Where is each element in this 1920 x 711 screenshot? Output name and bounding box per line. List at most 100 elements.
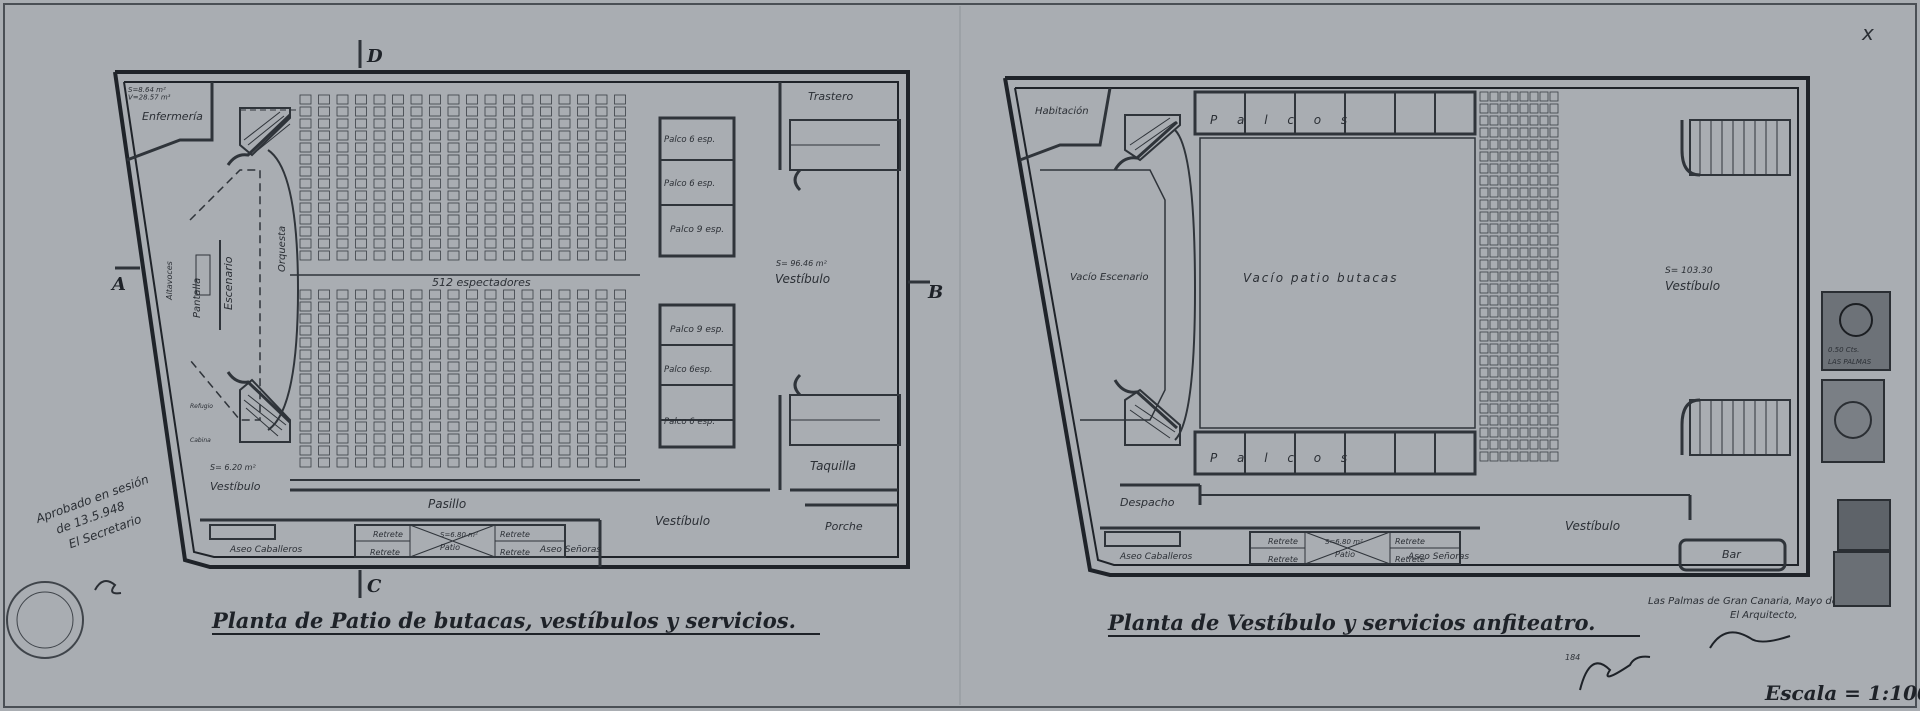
seat [595, 250, 608, 261]
seat [503, 337, 515, 348]
seat [429, 118, 441, 129]
seat [1539, 199, 1549, 210]
right-outer-wall [1003, 76, 1810, 577]
seat [503, 301, 515, 312]
seat [1509, 175, 1519, 186]
seat [299, 118, 312, 129]
seat [484, 130, 497, 141]
seat [1529, 139, 1539, 150]
seat [1499, 235, 1509, 246]
seat [1489, 91, 1499, 102]
seat [1539, 103, 1549, 114]
plan-left [113, 40, 930, 598]
seat [558, 94, 571, 105]
seat [1509, 91, 1519, 102]
seat [355, 313, 367, 324]
seat [484, 349, 497, 360]
seat [355, 238, 367, 249]
seat [1479, 331, 1489, 342]
seat [336, 142, 349, 153]
seat [429, 397, 441, 408]
seat [1489, 391, 1499, 402]
seat [1479, 379, 1489, 390]
seat [336, 202, 349, 213]
stamp-1-value: 0.50 Cts. [1828, 346, 1859, 354]
label-retrete-r1: Retrete [1268, 537, 1298, 546]
seat [1519, 223, 1529, 234]
seat [540, 178, 552, 189]
seat [1519, 319, 1529, 330]
label-palco-9b: Palco 9 esp. [670, 325, 724, 335]
seat [540, 226, 552, 237]
seat [1489, 235, 1499, 246]
seat [595, 313, 608, 324]
seat [392, 349, 404, 360]
seat [1519, 331, 1529, 342]
seat [1499, 343, 1509, 354]
seat [521, 409, 534, 420]
seat [1539, 163, 1549, 174]
seat [521, 106, 534, 117]
place-date: Las Palmas de Gran Canaria, Mayo de 1948… [1648, 596, 1870, 607]
seat [503, 409, 515, 420]
label-retrete-2: Retrete [370, 548, 400, 557]
label-porche: Porche [825, 520, 863, 533]
seat [1549, 115, 1559, 126]
seat [1489, 427, 1499, 438]
seat [447, 106, 460, 117]
seat [373, 301, 386, 312]
seat [410, 433, 423, 444]
seat [410, 301, 423, 312]
seat [299, 421, 312, 432]
seat [577, 289, 589, 300]
seat [1489, 355, 1499, 366]
seat [410, 373, 423, 384]
label-palcos-top: P a l c o s [1210, 113, 1355, 127]
seat [336, 433, 349, 444]
seat [1479, 283, 1489, 294]
seat [355, 214, 367, 225]
seat [614, 106, 626, 117]
seat [614, 226, 626, 237]
seat [355, 202, 367, 213]
speaker-box [195, 254, 211, 296]
seat [299, 433, 312, 444]
label-vestibulo-area: S= 96.46 m² [776, 259, 828, 268]
seat [540, 337, 552, 348]
label-retrete-3: Retrete [500, 530, 530, 539]
seat [429, 337, 441, 348]
seat [1509, 367, 1519, 378]
seat [299, 397, 312, 408]
seat [1549, 283, 1559, 294]
seat [521, 130, 534, 141]
approval-note: Aprobado en sesión de 13.5.948 El Secret… [33, 472, 150, 551]
title-left-plan: Planta de Patio de butacas, vestíbulos y… [211, 608, 796, 633]
seat [336, 154, 349, 165]
urinal-row [209, 524, 276, 540]
seat [447, 361, 460, 372]
seat [466, 142, 478, 153]
seat [1519, 127, 1529, 138]
seat [336, 130, 349, 141]
seat [540, 409, 552, 420]
seat [484, 226, 497, 237]
seat [1529, 175, 1539, 186]
seat [355, 106, 367, 117]
seat [521, 421, 534, 432]
seat [1539, 391, 1549, 402]
seat [429, 166, 441, 177]
seat [1499, 211, 1509, 222]
seat [577, 301, 589, 312]
seat [299, 106, 312, 117]
seat [392, 445, 404, 456]
seat [355, 178, 367, 189]
seat [299, 154, 312, 165]
seat [540, 385, 552, 396]
seat [318, 457, 330, 468]
label-palco-6c: Palco 6esp. [664, 365, 712, 375]
seat [429, 130, 441, 141]
seat [540, 238, 552, 249]
seat [466, 166, 478, 177]
seat [410, 202, 423, 213]
seat [558, 433, 571, 444]
